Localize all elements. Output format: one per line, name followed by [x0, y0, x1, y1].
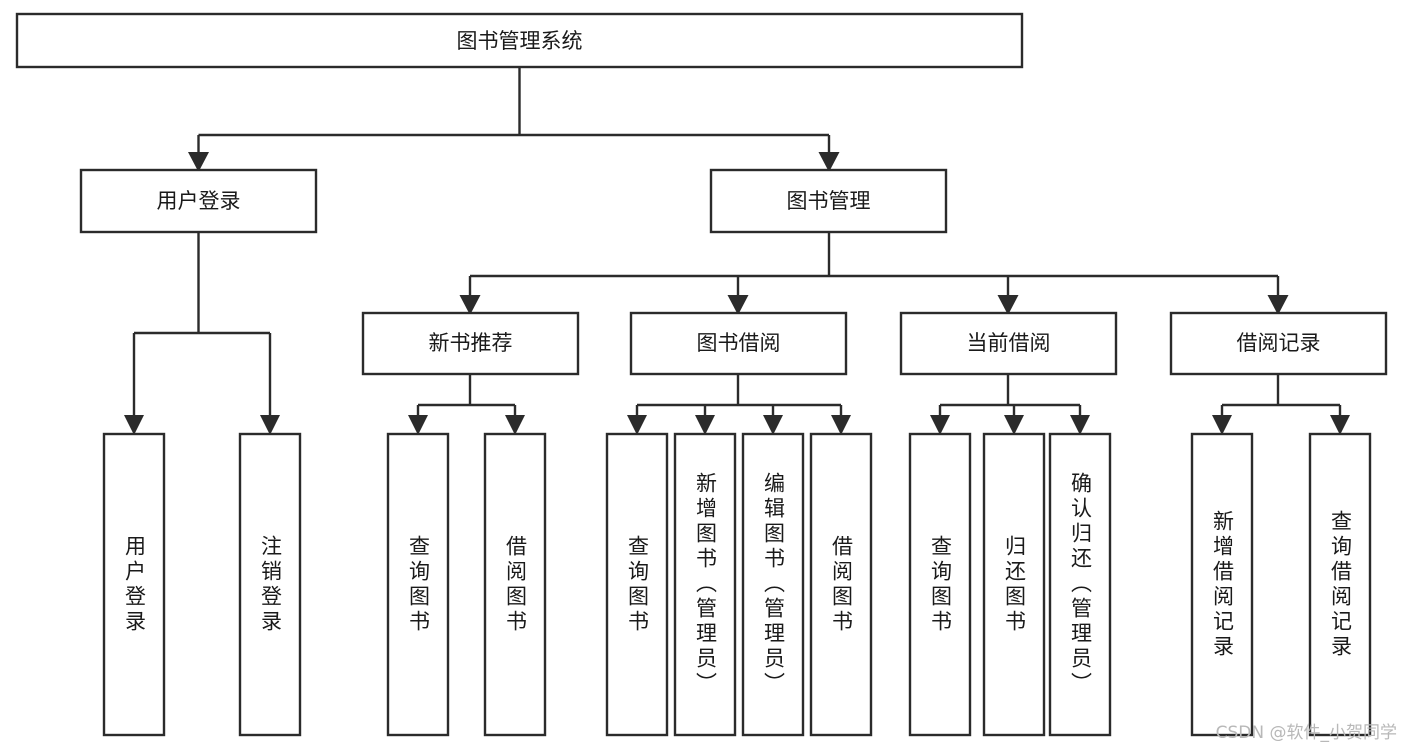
arrowhead-book-borrow	[727, 295, 749, 315]
arrowhead-leaf-logout-login	[260, 415, 280, 435]
node-book-borrow-label: 图书借阅	[697, 331, 781, 355]
arrowhead-borrow-record	[1267, 295, 1289, 315]
node-current-borrow-label: 当前借阅	[967, 331, 1051, 355]
leaf-confirm-return-admin-box[interactable]	[1048, 432, 1112, 737]
arrowhead-leaf-borrow-book	[831, 415, 851, 435]
leaf-add-book-admin-box[interactable]	[673, 432, 737, 737]
connectors-book-borrow-to-leaves	[627, 374, 851, 435]
node-new-book-recommend-box[interactable]	[361, 311, 580, 376]
leaf-query-book-recommend-box[interactable]	[386, 432, 450, 737]
node-book-borrow[interactable]: 图书借阅	[629, 311, 848, 376]
connectors-borrow-record-to-leaves	[1212, 374, 1350, 435]
node-book-management[interactable]: 图书管理	[709, 168, 948, 234]
arrowhead-current-borrow	[997, 295, 1019, 315]
node-book-borrow-box[interactable]	[629, 311, 848, 376]
connectors-book-management-to-level3	[459, 232, 1289, 315]
leaf-logout-login-box[interactable]	[238, 432, 302, 737]
arrowhead-new-book-recommend	[459, 295, 481, 315]
arrowhead-leaf-return-book	[1004, 415, 1024, 435]
node-root[interactable]: 图书管理系统	[15, 12, 1024, 69]
connectors-root-to-level2	[188, 67, 840, 172]
arrowhead-leaf-confirm-return-admin	[1070, 415, 1090, 435]
node-borrow-record-label: 借阅记录	[1237, 331, 1321, 355]
node-root-box[interactable]	[15, 12, 1024, 69]
leaf-return-book-box[interactable]	[982, 432, 1046, 737]
node-user-login[interactable]: 用户登录	[79, 168, 318, 234]
leaf-boxes	[102, 432, 1372, 737]
node-new-book-recommend-label: 新书推荐	[429, 331, 513, 355]
node-current-borrow-box[interactable]	[899, 311, 1118, 376]
arrowhead-book-management	[818, 152, 840, 172]
arrowhead-leaf-edit-book-admin	[763, 415, 783, 435]
leaf-user-login-box[interactable]	[102, 432, 166, 737]
node-book-management-box[interactable]	[709, 168, 948, 234]
arrowhead-leaf-query-book-recommend	[408, 415, 428, 435]
leaf-borrow-book-box[interactable]	[809, 432, 873, 737]
node-borrow-record-box[interactable]	[1169, 311, 1388, 376]
arrowhead-leaf-borrow-book-recommend	[505, 415, 525, 435]
arrowhead-leaf-add-book-admin	[695, 415, 715, 435]
node-user-login-label: 用户登录	[157, 189, 241, 213]
arrowhead-leaf-query-book-current	[930, 415, 950, 435]
arrowhead-leaf-user-login	[124, 415, 144, 435]
node-current-borrow[interactable]: 当前借阅	[899, 311, 1118, 376]
connectors-new-book-to-leaves	[408, 374, 525, 435]
arrowhead-leaf-query-borrow-record	[1330, 415, 1350, 435]
node-new-book-recommend[interactable]: 新书推荐	[361, 311, 580, 376]
leaf-query-book-current-box[interactable]	[908, 432, 972, 737]
leaf-edit-book-admin-box[interactable]	[741, 432, 805, 737]
leaf-add-borrow-record-box[interactable]	[1190, 432, 1254, 737]
node-root-label: 图书管理系统	[457, 29, 583, 53]
connectors-current-borrow-to-leaves	[930, 374, 1090, 435]
node-user-login-box[interactable]	[79, 168, 318, 234]
leaf-query-book-borrow-box[interactable]	[605, 432, 669, 737]
node-book-management-label: 图书管理	[787, 189, 871, 213]
arrowhead-leaf-add-borrow-record	[1212, 415, 1232, 435]
leaf-query-borrow-record-box[interactable]	[1308, 432, 1372, 737]
leaf-borrow-book-recommend-box[interactable]	[483, 432, 547, 737]
csdn-watermark: CSDN @软件_小贺同学	[1215, 723, 1397, 743]
node-borrow-record[interactable]: 借阅记录	[1169, 311, 1388, 376]
arrowhead-user-login	[188, 152, 209, 172]
arrowhead-leaf-query-book-borrow	[627, 415, 647, 435]
connectors-user-login-to-leaves	[124, 232, 280, 435]
